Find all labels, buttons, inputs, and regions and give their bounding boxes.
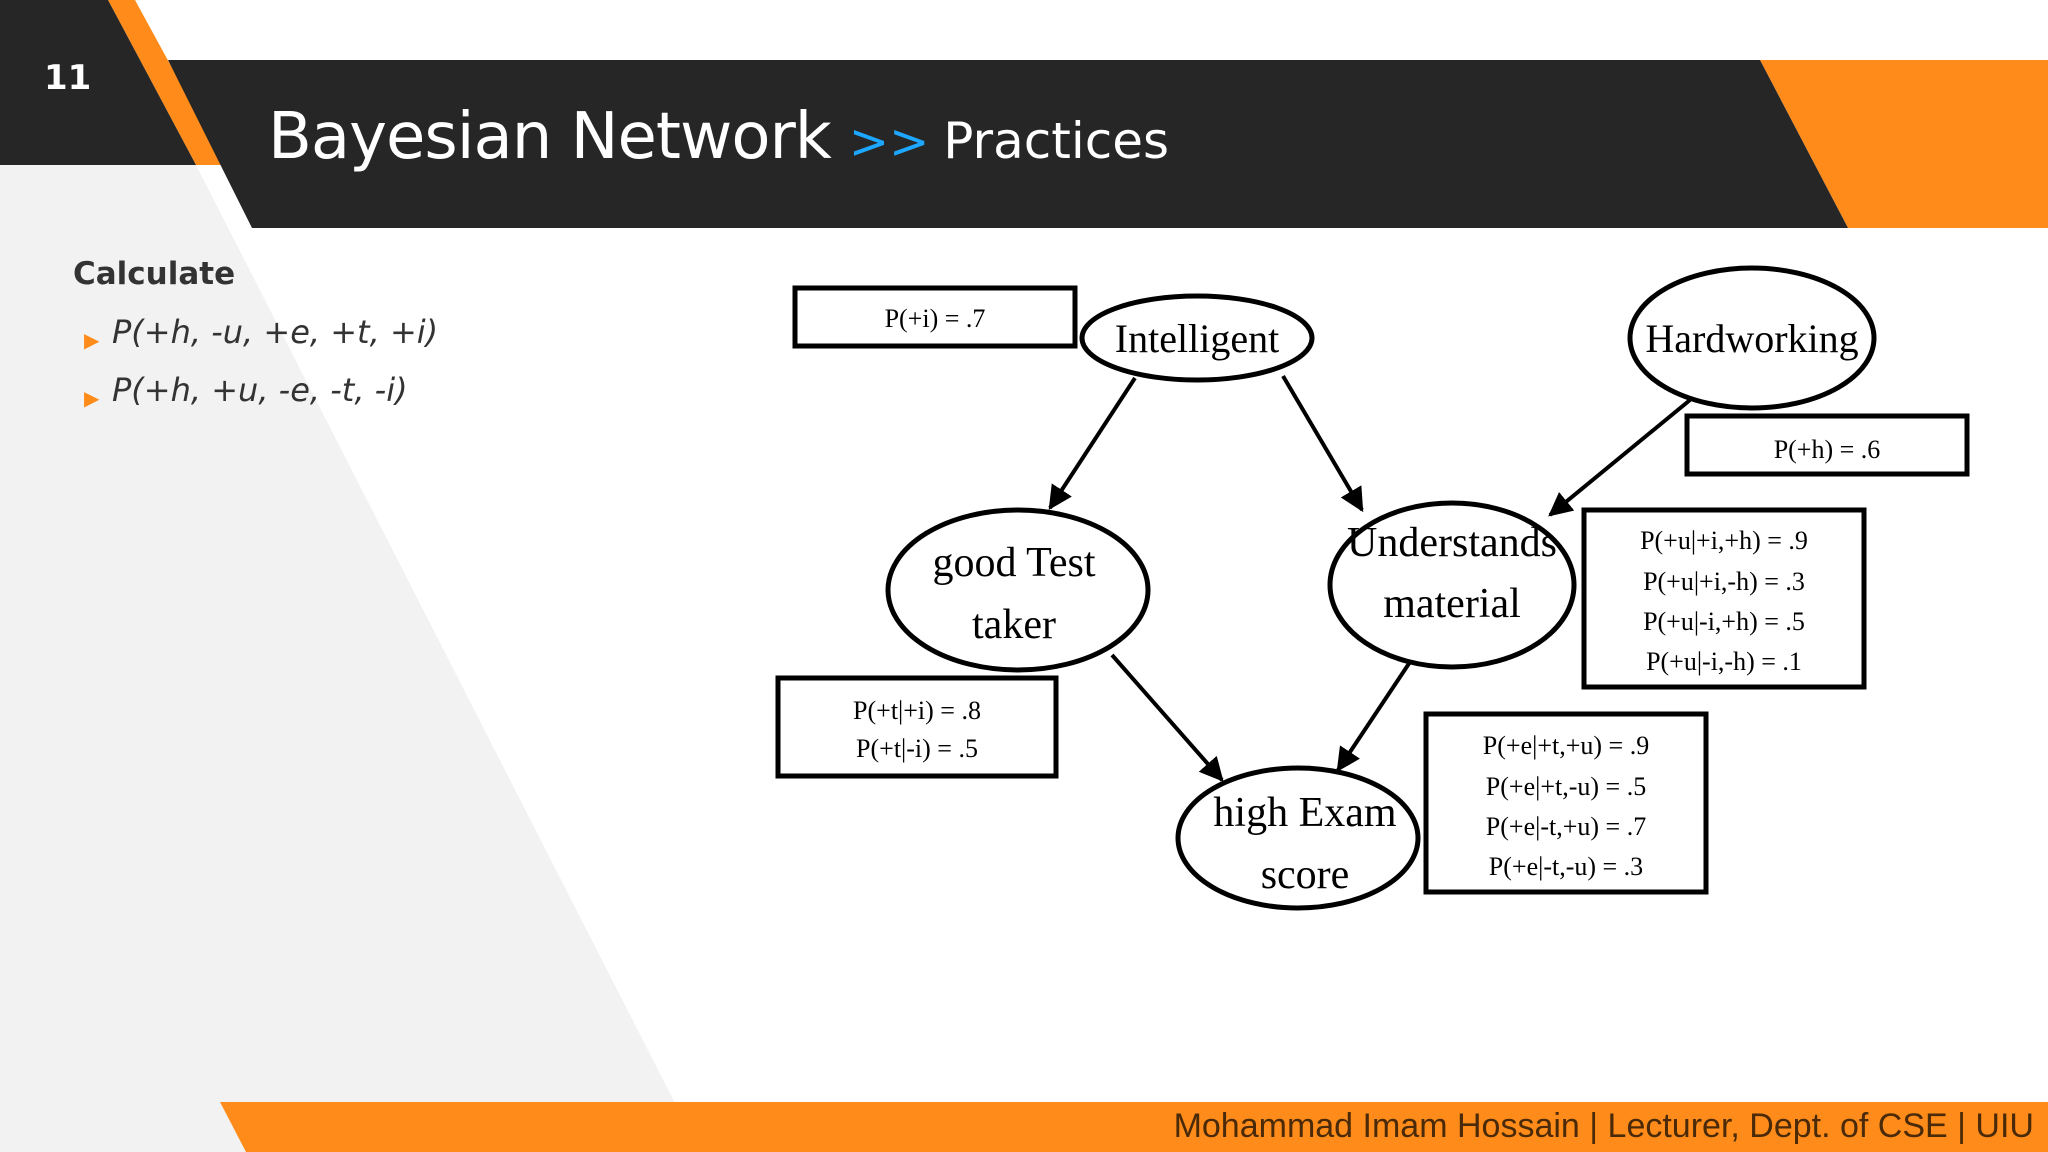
slide-number: 11 <box>44 58 92 98</box>
content-heading: Calculate <box>73 256 236 292</box>
edge-intelligent-understands <box>1281 374 1364 513</box>
node-hardworking <box>1627 265 1877 411</box>
node-label: good Test <box>932 540 1095 586</box>
cpt-entry: P(+e|-t,+u) = .7 <box>1486 812 1646 841</box>
cpt-entry: P(+h) = .6 <box>1774 435 1881 464</box>
footer-credit: Mohammad Imam Hossain | Lecturer, Dept. … <box>1173 1107 2034 1145</box>
cpt-entry: P(+u|+i,-h) = .3 <box>1643 567 1805 596</box>
node-understands-material <box>1327 500 1577 670</box>
slide-number-block <box>0 0 108 165</box>
node-label: Intelligent <box>1115 316 1279 361</box>
node-label: score <box>1261 852 1350 898</box>
cpt-entry: P(+t|-i) = .5 <box>856 734 978 763</box>
cpt-box-understands <box>1581 507 1867 690</box>
node-label: Hardworking <box>1645 316 1858 361</box>
bullet-item: ▶ P(+h, -u, +e, +t, +i) <box>80 312 438 370</box>
title-main: Bayesian Network <box>268 100 832 174</box>
bullet-list: ▶ P(+h, -u, +e, +t, +i) ▶ P(+h, +u, -e, -t… <box>80 312 438 428</box>
cpt-box-exam <box>1423 711 1709 895</box>
left-gray-panel <box>0 165 700 1152</box>
header-right-orange <box>1760 60 2048 228</box>
footer-bar <box>220 1102 2048 1152</box>
title-separator: >> <box>848 114 930 170</box>
cpt-entry: P(+e|+t,-u) = .5 <box>1486 772 1646 801</box>
node-label: taker <box>972 602 1056 648</box>
bullet-arrow-icon: ▶ <box>84 386 100 410</box>
edge-test-exam <box>1110 653 1224 782</box>
node-label: material <box>1383 581 1521 627</box>
edge-hardworking-understands <box>1548 398 1692 517</box>
title-subtitle: Practices <box>943 112 1170 170</box>
header-bar <box>168 60 1848 228</box>
edge-understands-exam <box>1336 648 1420 772</box>
bullet-arrow-icon: ▶ <box>84 328 100 352</box>
node-good-test-taker <box>885 507 1151 673</box>
cpt-entry: P(+u|-i,-h) = .1 <box>1646 647 1802 676</box>
node-intelligent <box>1079 293 1315 383</box>
node-label: high Exam <box>1213 790 1396 836</box>
cpt-entry: P(+i) = .7 <box>885 304 986 333</box>
bullet-text: P(+h, -u, +e, +t, +i) <box>112 313 439 351</box>
cpt-entry: P(+e|-t,-u) = .3 <box>1489 852 1643 881</box>
cpt-entry: P(+t|+i) = .8 <box>853 696 981 725</box>
cpt-entry: P(+u|+i,+h) = .9 <box>1640 526 1808 555</box>
slide-number-block-edge <box>108 0 196 165</box>
node-high-exam-score <box>1175 765 1421 911</box>
cpt-entry: P(+e|+t,+u) = .9 <box>1483 731 1649 760</box>
cpt-box-test <box>775 675 1059 779</box>
bullet-item: ▶ P(+h, +u, -e, -t, -i) <box>80 370 438 428</box>
cpt-box-hardworking <box>1684 413 1970 477</box>
node-label: Understands <box>1347 520 1557 566</box>
page-title: Bayesian Network >>Practices <box>268 100 1169 174</box>
cpt-entry: P(+u|-i,+h) = .5 <box>1643 607 1805 636</box>
edge-intelligent-test <box>1048 376 1137 511</box>
top-orange-stripe <box>108 0 225 165</box>
cpt-box-intelligent <box>792 285 1078 349</box>
bullet-text: P(+h, +u, -e, -t, -i) <box>112 371 408 409</box>
